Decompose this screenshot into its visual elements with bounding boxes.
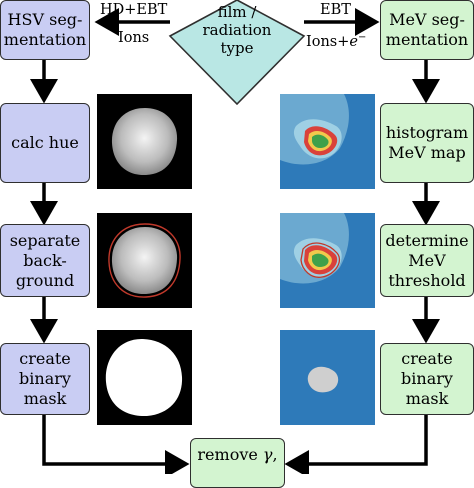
binary-mask-right-image xyxy=(280,330,375,425)
arrow-right-to-bottom xyxy=(284,414,428,474)
remove-gamma-symbol: γ xyxy=(262,445,273,464)
create-binary-mask-left-box: create binary mask xyxy=(0,343,90,415)
edge-label-electron-symbol: e xyxy=(349,33,358,50)
edge-label-ions-electrons: Ions+e− xyxy=(306,30,366,50)
determine-mev-threshold-label: determine MeV threshold xyxy=(385,230,469,290)
remove-gamma-box: remove γ, xyxy=(190,438,285,488)
edge-label-ions-electrons-prefix: Ions+ xyxy=(306,33,350,50)
determine-mev-threshold-box: determine MeV threshold xyxy=(380,224,474,297)
binary-mask-left-image xyxy=(97,330,192,425)
hue-image xyxy=(97,94,192,189)
remove-gamma-suffix: , xyxy=(272,445,278,464)
background-separation-image xyxy=(97,213,192,308)
edge-label-ebt: EBT xyxy=(320,2,351,18)
hsv-segmentation-label: HSV seg- mentation xyxy=(3,10,87,49)
mev-segmentation-label: MeV seg- mentation xyxy=(385,10,469,49)
create-binary-mask-right-box: create binary mask xyxy=(380,343,474,415)
separate-background-box: separate back- ground xyxy=(0,224,90,297)
edge-label-electron-superscript: − xyxy=(357,32,367,43)
decision-label: film / radiation type xyxy=(195,0,279,60)
histogram-mev-map-label: histogram MeV map xyxy=(385,123,469,162)
remove-gamma-label: remove γ, xyxy=(197,445,277,465)
separate-background-label: separate back- ground xyxy=(9,230,81,290)
edge-label-ions: Ions xyxy=(118,30,150,46)
create-binary-mask-right-label: create binary mask xyxy=(401,349,453,408)
histogram-mev-map-box: histogram MeV map xyxy=(380,103,474,183)
decision-diamond xyxy=(168,0,306,106)
decision-text: film / radiation type xyxy=(202,3,272,57)
create-binary-mask-left-label: create binary mask xyxy=(19,349,71,408)
mev-segmentation-box: MeV seg- mentation xyxy=(380,0,474,60)
edge-label-hd-ebt: HD+EBT xyxy=(100,2,168,18)
arrow-left-to-bottom xyxy=(42,414,190,474)
mev-threshold-image xyxy=(280,213,375,308)
remove-gamma-prefix: remove xyxy=(197,445,263,464)
calc-hue-label: calc hue xyxy=(11,133,79,152)
hsv-segmentation-box: HSV seg- mentation xyxy=(0,0,90,60)
flowchart-diagram xyxy=(30,0,440,474)
mev-map-image xyxy=(280,94,375,189)
calc-hue-box: calc hue xyxy=(0,103,90,183)
